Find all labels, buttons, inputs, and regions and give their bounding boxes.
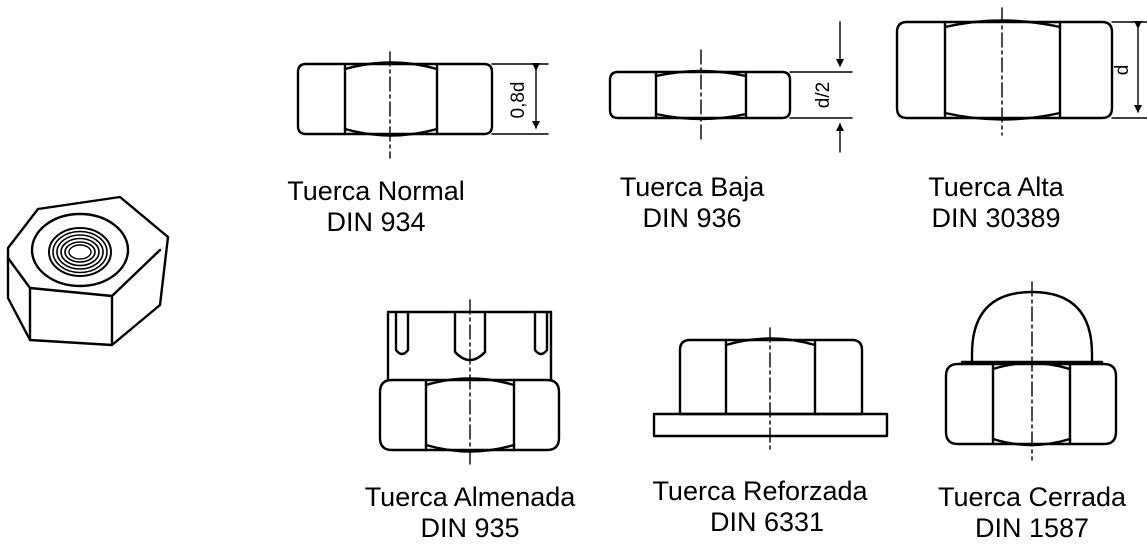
normal-nut-name: Tuerca Normal [287,176,465,206]
low-nut-dimension [789,21,853,153]
cap-nut-caption: Tuerca Cerrada DIN 1587 [938,482,1126,544]
castle-nut-caption: Tuerca Almenada DIN 935 [365,482,576,544]
high-nut-caption: Tuerca Alta DIN 30389 [928,172,1064,234]
flange-nut-caption: Tuerca Reforzada DIN 6331 [652,476,867,538]
normal-nut-dimension [491,63,549,135]
high-nut-dimension-label: d [1112,65,1133,76]
hex-nut-isometric-illustration [6,195,170,347]
castle-nut-drawing [378,299,561,467]
low-nut-dimension-label: d/2 [813,82,834,108]
high-nut-drawing [895,7,1114,136]
low-nut-name: Tuerca Baja [619,172,765,202]
cap-nut-name: Tuerca Cerrada [937,482,1127,512]
normal-nut-caption: Tuerca Normal DIN 934 [287,176,465,238]
flange-nut-drawing [652,327,889,451]
flange-nut-din: DIN 6331 [709,507,825,537]
normal-nut-din: DIN 934 [326,207,426,237]
flange-nut-name: Tuerca Reforzada [652,476,868,506]
castle-nut-din: DIN 935 [420,513,520,543]
low-nut-caption: Tuerca Baja DIN 936 [620,172,765,234]
cap-nut-drawing [944,281,1118,461]
cap-nut-din: DIN 1587 [974,513,1090,543]
low-nut-din: DIN 936 [642,203,742,233]
high-nut-din: DIN 30389 [931,203,1061,233]
high-nut-name: Tuerca Alta [928,172,1064,202]
normal-nut-drawing [296,51,494,159]
high-nut-dimension [1111,21,1147,119]
castle-nut-name: Tuerca Almenada [364,482,576,512]
low-nut-drawing [608,49,792,141]
normal-nut-dimension-label: 0,8d [508,82,529,119]
